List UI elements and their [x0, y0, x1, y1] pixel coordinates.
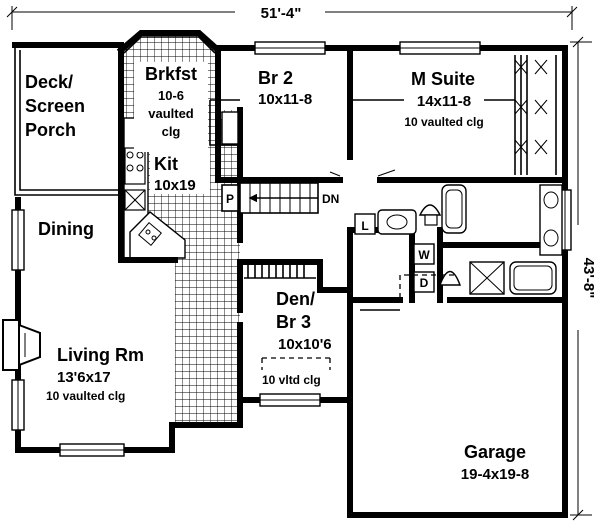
toilet — [418, 204, 442, 216]
den-vaulted-outline — [261, 357, 331, 370]
pantry-label: P — [226, 192, 234, 206]
living-ceiling: 10 vaulted clg — [46, 389, 125, 403]
room-brkfst-label: Brkfst 10-6 vaulted clg — [145, 64, 197, 139]
den-size: 10x10'6 — [278, 336, 332, 353]
dryer — [413, 271, 435, 293]
garage-size: 19-4x19-8 — [461, 466, 529, 483]
msuite-name: M Suite — [411, 69, 475, 89]
stairs: P DN — [221, 182, 339, 214]
den-ceiling: 10 vltd clg — [262, 373, 321, 387]
width-dimension: 51'-4" — [6, 5, 578, 30]
pantry — [221, 184, 239, 212]
closets — [244, 55, 557, 279]
den-name: Den/ — [276, 289, 315, 309]
brkfst-size: 10-6 — [158, 88, 184, 103]
room-br2-label: Br 2 10x11-8 — [258, 68, 312, 108]
garage-name: Garage — [464, 442, 526, 462]
room-dining-label: Dining — [38, 219, 94, 239]
depth-dimension: 43'-8" — [570, 36, 597, 521]
deck-line-3: Porch — [25, 120, 76, 140]
linen-label: L — [361, 219, 368, 233]
kit-name: Kit — [154, 154, 178, 174]
walls — [12, 30, 568, 518]
stair-dn-label: DN — [322, 192, 339, 206]
den-br3: Br 3 — [276, 312, 311, 332]
living-size: 13'6x17 — [57, 369, 111, 386]
washer-label: W — [418, 248, 430, 262]
dining-name: Dining — [38, 219, 94, 239]
room-den-label: Den/ Br 3 10x10'6 10 vltd clg — [260, 289, 334, 388]
room-deck-label: Deck/ Screen Porch — [25, 72, 85, 140]
brkfst-clg: clg — [162, 124, 181, 139]
room-garage-label: Garage 19-4x19-8 — [461, 442, 529, 483]
br2-name: Br 2 — [258, 68, 293, 88]
windows — [11, 41, 572, 457]
brkfst-name: Brkfst — [145, 64, 197, 84]
double-vanity — [539, 184, 563, 256]
living-name: Living Rm — [57, 345, 144, 365]
msuite-ceiling: 10 vaulted clg — [404, 115, 483, 129]
bathtub — [441, 184, 467, 234]
room-msuite-label: M Suite 14x11-8 10 vaulted clg — [350, 69, 515, 129]
deck-line-2: Screen — [25, 96, 85, 116]
room-kit-label: Kit 10x19 — [154, 154, 196, 194]
fireplace — [2, 319, 41, 371]
linen-closet — [354, 213, 376, 235]
kit-size: 10x19 — [154, 177, 196, 194]
br2-size: 10x11-8 — [258, 91, 312, 108]
vanity-sink — [377, 209, 417, 235]
brkfst-vaulted: vaulted — [148, 106, 194, 121]
msuite-size: 14x11-8 — [417, 93, 471, 110]
washer — [413, 243, 435, 265]
bath-fixtures: L W D — [354, 184, 563, 295]
width-label: 51'-4" — [261, 5, 302, 22]
doors — [209, 99, 455, 370]
room-living-label: Living Rm 13'6x17 10 vaulted clg — [46, 345, 144, 403]
kitchen-wall-cabinet — [221, 111, 239, 145]
depth-label: 43'-8" — [580, 258, 597, 299]
dryer-label: D — [420, 276, 429, 290]
master-tub — [509, 261, 557, 295]
deck-line-1: Deck/ — [25, 72, 73, 92]
